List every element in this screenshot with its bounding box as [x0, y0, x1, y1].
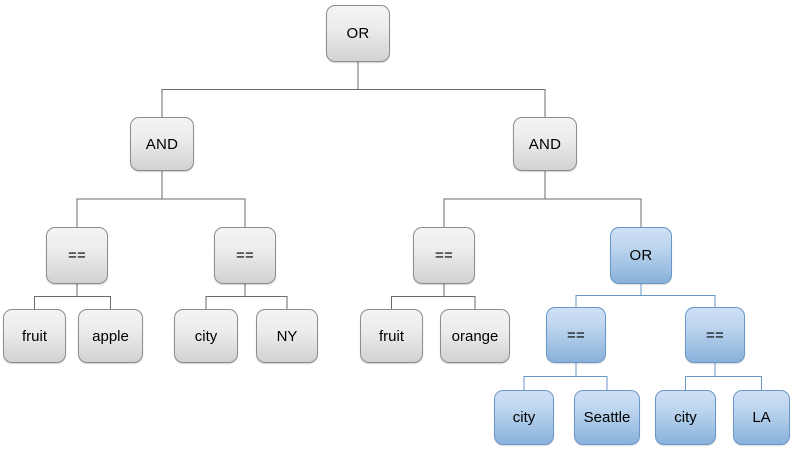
tree-node-leaf-ny[interactable]: NY: [256, 309, 318, 363]
tree-edge: [161, 171, 246, 227]
tree-node-leaf-city2[interactable]: city: [494, 390, 554, 445]
tree-node-label: apple: [92, 327, 129, 345]
tree-node-label: Seattle: [583, 409, 631, 426]
tree-edge: [640, 284, 716, 307]
tree-edge: [575, 284, 642, 307]
tree-node-label: city: [194, 327, 218, 345]
tree-node-leaf-city3[interactable]: city: [655, 390, 716, 445]
tree-node-leaf-fruit2[interactable]: fruit: [360, 309, 423, 363]
tree-edge: [523, 363, 577, 390]
tree-node-and-left[interactable]: AND: [130, 117, 194, 171]
tree-edge: [244, 284, 288, 309]
tree-node-label: ==: [235, 247, 255, 264]
tree-node-label: fruit: [378, 327, 404, 345]
tree-edge: [33, 284, 78, 309]
tree-node-label: AND: [528, 135, 562, 153]
tree-edge: [76, 284, 112, 309]
tree-node-eq-1[interactable]: ==: [46, 227, 108, 284]
tree-node-label: ==: [67, 247, 87, 264]
tree-node-label: ==: [566, 326, 586, 344]
tree-node-label: ==: [705, 326, 725, 344]
tree-node-or-blue[interactable]: OR: [610, 227, 672, 284]
tree-node-eq-3[interactable]: ==: [413, 227, 475, 284]
tree-edge: [205, 284, 246, 309]
tree-node-label: city: [512, 409, 536, 426]
tree-node-label: fruit: [21, 327, 47, 345]
tree-edge: [714, 363, 763, 390]
tree-edge: [390, 284, 445, 309]
tree-edge: [443, 284, 476, 309]
tree-node-leaf-fruit1[interactable]: fruit: [3, 309, 66, 363]
tree-edge: [575, 363, 608, 390]
tree-node-eq-2[interactable]: ==: [214, 227, 276, 284]
tree-node-eq-blue-2[interactable]: ==: [685, 307, 745, 363]
tree-node-label: ==: [434, 247, 454, 264]
tree-node-label: OR: [346, 25, 370, 42]
tree-node-label: LA: [752, 409, 771, 426]
tree-edge: [443, 171, 546, 227]
tree-node-leaf-seattle[interactable]: Seattle: [574, 390, 640, 445]
tree-node-label: orange: [451, 327, 499, 345]
tree-node-leaf-la[interactable]: LA: [733, 390, 790, 445]
tree-node-leaf-apple[interactable]: apple: [78, 309, 143, 363]
tree-node-label: OR: [629, 247, 653, 264]
tree-node-label: AND: [145, 135, 179, 153]
tree-node-eq-blue-1[interactable]: ==: [546, 307, 606, 363]
tree-node-root[interactable]: OR: [326, 5, 390, 62]
tree-edge: [357, 62, 546, 117]
tree-node-label: NY: [276, 327, 298, 345]
tree-edge: [544, 171, 642, 227]
tree-node-leaf-orange[interactable]: orange: [440, 309, 510, 363]
tree-node-label: city: [674, 409, 697, 426]
tree-node-and-right[interactable]: AND: [513, 117, 577, 171]
tree-edge: [161, 62, 359, 117]
tree-edge: [76, 171, 163, 227]
tree-edge: [684, 363, 716, 390]
tree-node-leaf-city1[interactable]: city: [174, 309, 238, 363]
